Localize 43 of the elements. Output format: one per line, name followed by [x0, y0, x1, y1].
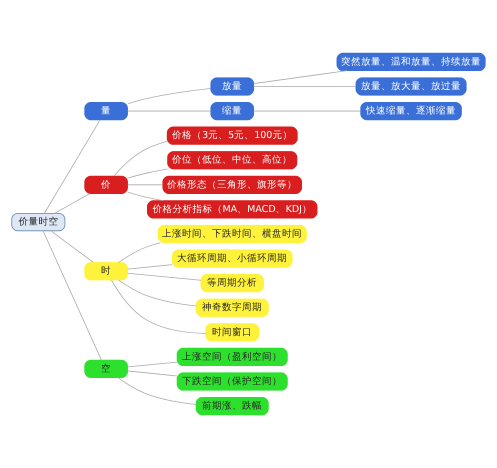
node-box: 价: [84, 176, 128, 194]
node-box: 快速缩量、逐渐缩量: [360, 102, 462, 120]
node-box: 价位（低位、中位、高位）: [167, 151, 298, 170]
node-box: 放量: [210, 77, 254, 96]
node-box: 下跌空间（保护空间）: [176, 372, 288, 391]
node-box: 大循环周期、小循环周期: [172, 249, 293, 268]
node-box: 空: [84, 360, 128, 378]
connector: [118, 242, 160, 263]
node-box: 价格形态（三角形、旗形等）: [162, 176, 302, 194]
connector: [127, 264, 173, 270]
connector: [118, 280, 197, 306]
node-box: 价格分析指标（MA、MACD、KDJ）: [146, 200, 318, 219]
connector: [127, 184, 164, 186]
node-box: 前期涨、跌幅: [196, 396, 269, 416]
connector: [111, 280, 206, 334]
node-box: 等周期分析: [200, 274, 264, 292]
connector: [253, 70, 348, 84]
connector: [127, 88, 211, 104]
connector: [127, 370, 178, 376]
connector: [42, 230, 102, 360]
connector: [127, 192, 164, 202]
connector: [127, 168, 168, 179]
node-box: 时: [84, 262, 128, 280]
connector: [253, 110, 361, 112]
connector: [253, 86, 356, 87]
connector: [44, 120, 100, 214]
node-box: 缩量: [210, 102, 254, 120]
node-box: 价量时空: [11, 212, 66, 232]
connector: [114, 140, 168, 176]
connector: [50, 230, 94, 263]
connector: [54, 193, 90, 214]
node-box: 时间窗口: [205, 323, 260, 342]
connector: [127, 272, 202, 281]
node-box: 上涨空间（盈利空间）: [176, 348, 288, 366]
connector: [127, 110, 212, 112]
connector: [127, 362, 178, 368]
node-box: 突然放量、温和放量、持续放量: [336, 52, 486, 72]
node-box: 价格（3元、5元、100元）: [166, 126, 298, 145]
node-box: 量: [84, 102, 128, 120]
connector: [118, 377, 196, 405]
node-box: 神奇数字周期: [196, 298, 269, 317]
node-box: 上涨时间、下跌时间、横盘时间: [158, 224, 307, 244]
node-box: 放量、放大量、放过量: [356, 77, 467, 96]
